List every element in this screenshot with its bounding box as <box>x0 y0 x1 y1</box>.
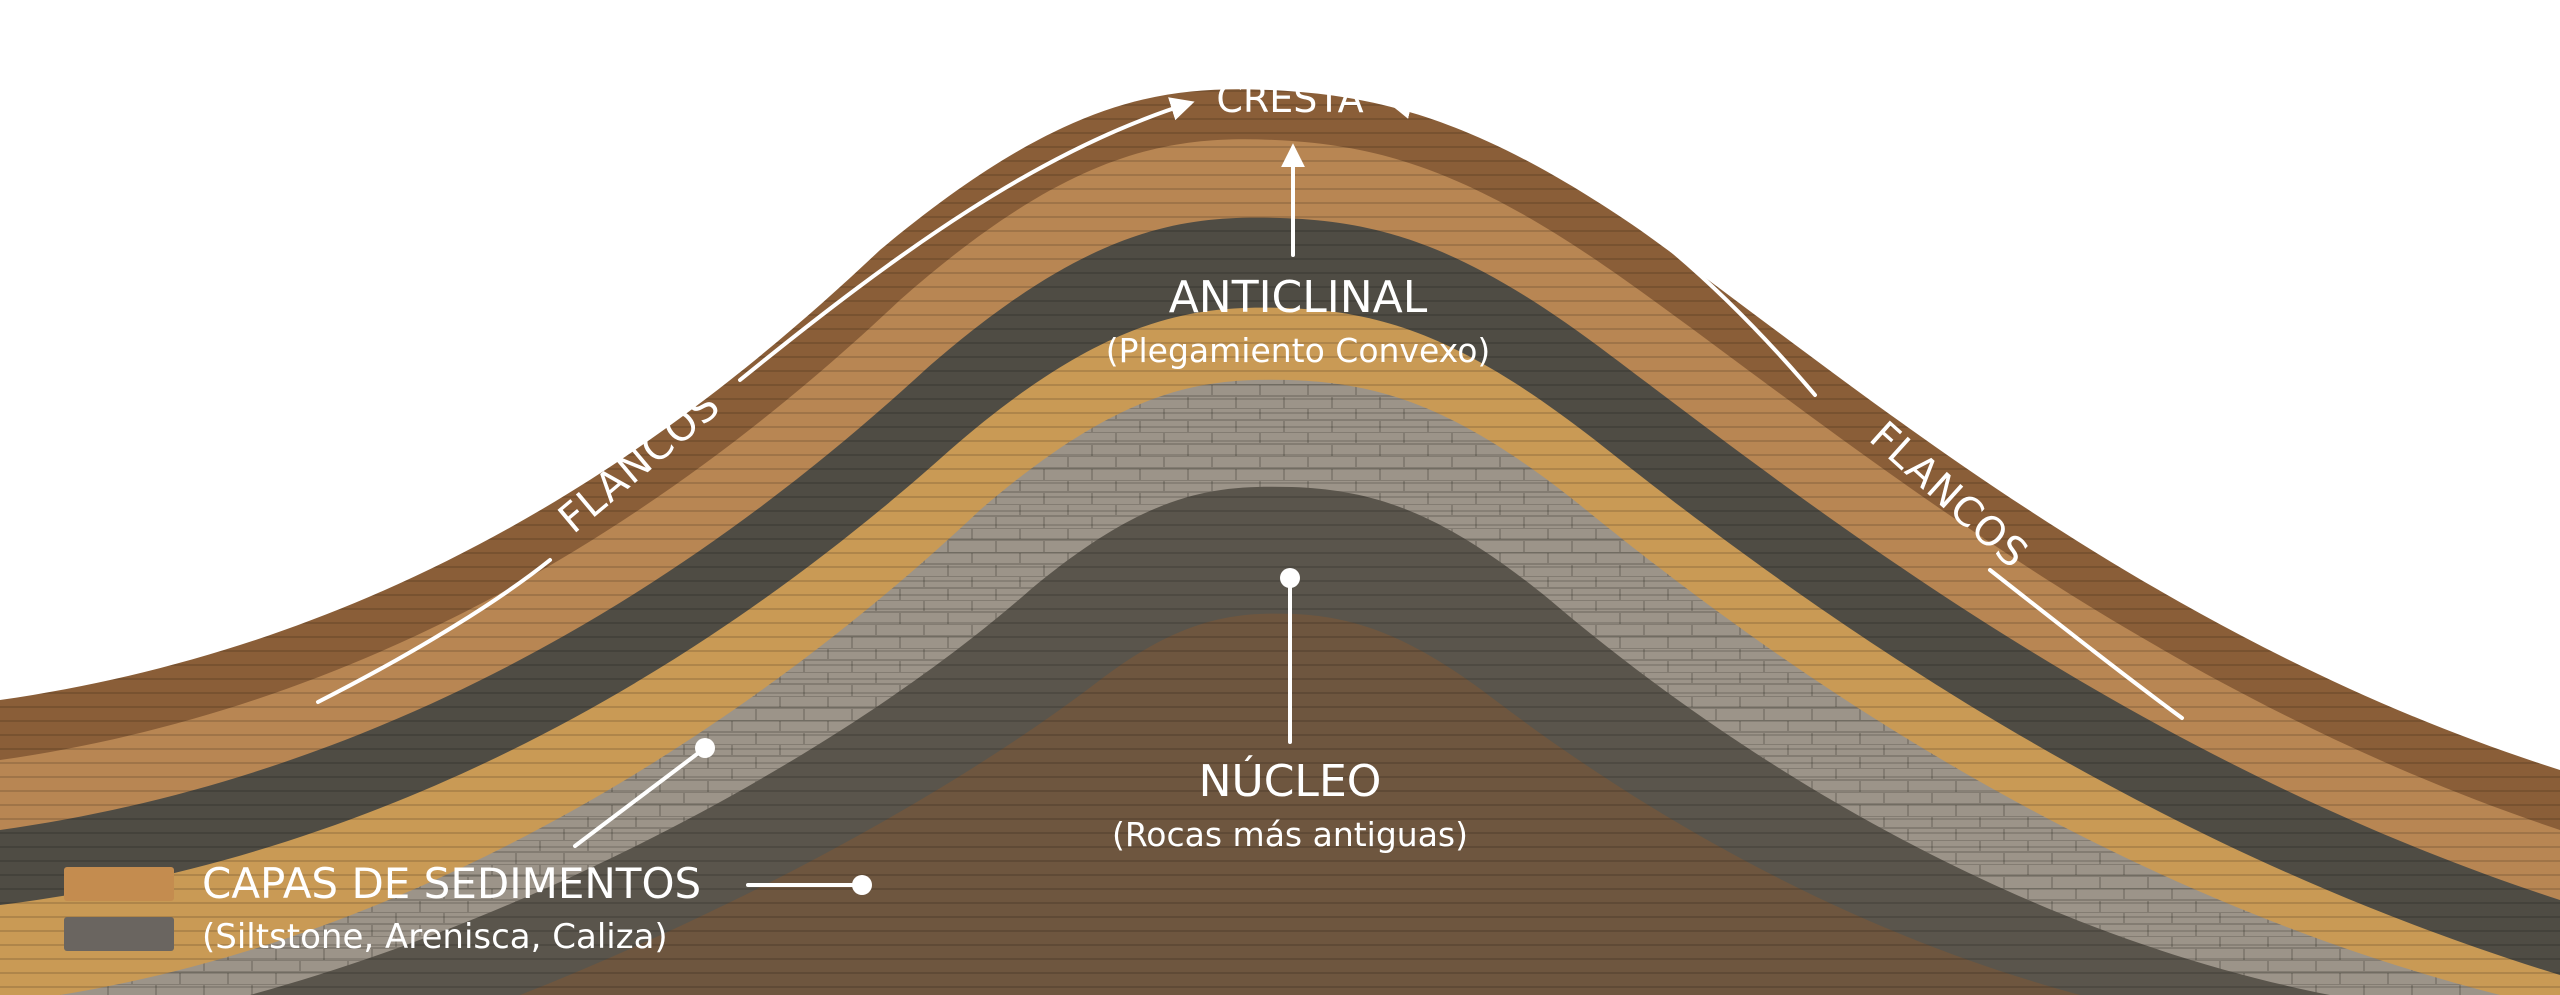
fold-layers <box>0 89 2560 995</box>
annotation-lines <box>316 95 2184 895</box>
crest-arrow-right <box>1387 95 1817 397</box>
crest-arrow-left <box>738 97 1195 382</box>
label-capas-sub: (Siltstone, Arenisca, Caliza) <box>202 917 668 957</box>
flank-right-line <box>1988 568 2184 720</box>
label-cresta: CRESTA <box>1216 77 1363 121</box>
label-anticlinal: ANTICLINAL <box>1169 272 1428 323</box>
label-nucleo: NÚCLEO <box>1199 754 1382 807</box>
capas-dot-right <box>852 875 872 895</box>
nucleo-dot <box>1280 568 1300 588</box>
legend-swatch-siltstone <box>64 917 174 951</box>
label-anticlinal-sub: (Plegamiento Convexo) <box>1106 331 1491 370</box>
label-capas: CAPAS DE SEDIMENTOS <box>202 859 701 908</box>
label-nucleo-sub: (Rocas más antiguas) <box>1112 815 1468 854</box>
capas-leader-diagonal <box>573 746 707 848</box>
strata-texture <box>0 89 2560 995</box>
capas-dot-upper <box>695 738 715 758</box>
legend-swatch-sandstone <box>64 867 174 901</box>
flank-left-line <box>316 558 552 704</box>
